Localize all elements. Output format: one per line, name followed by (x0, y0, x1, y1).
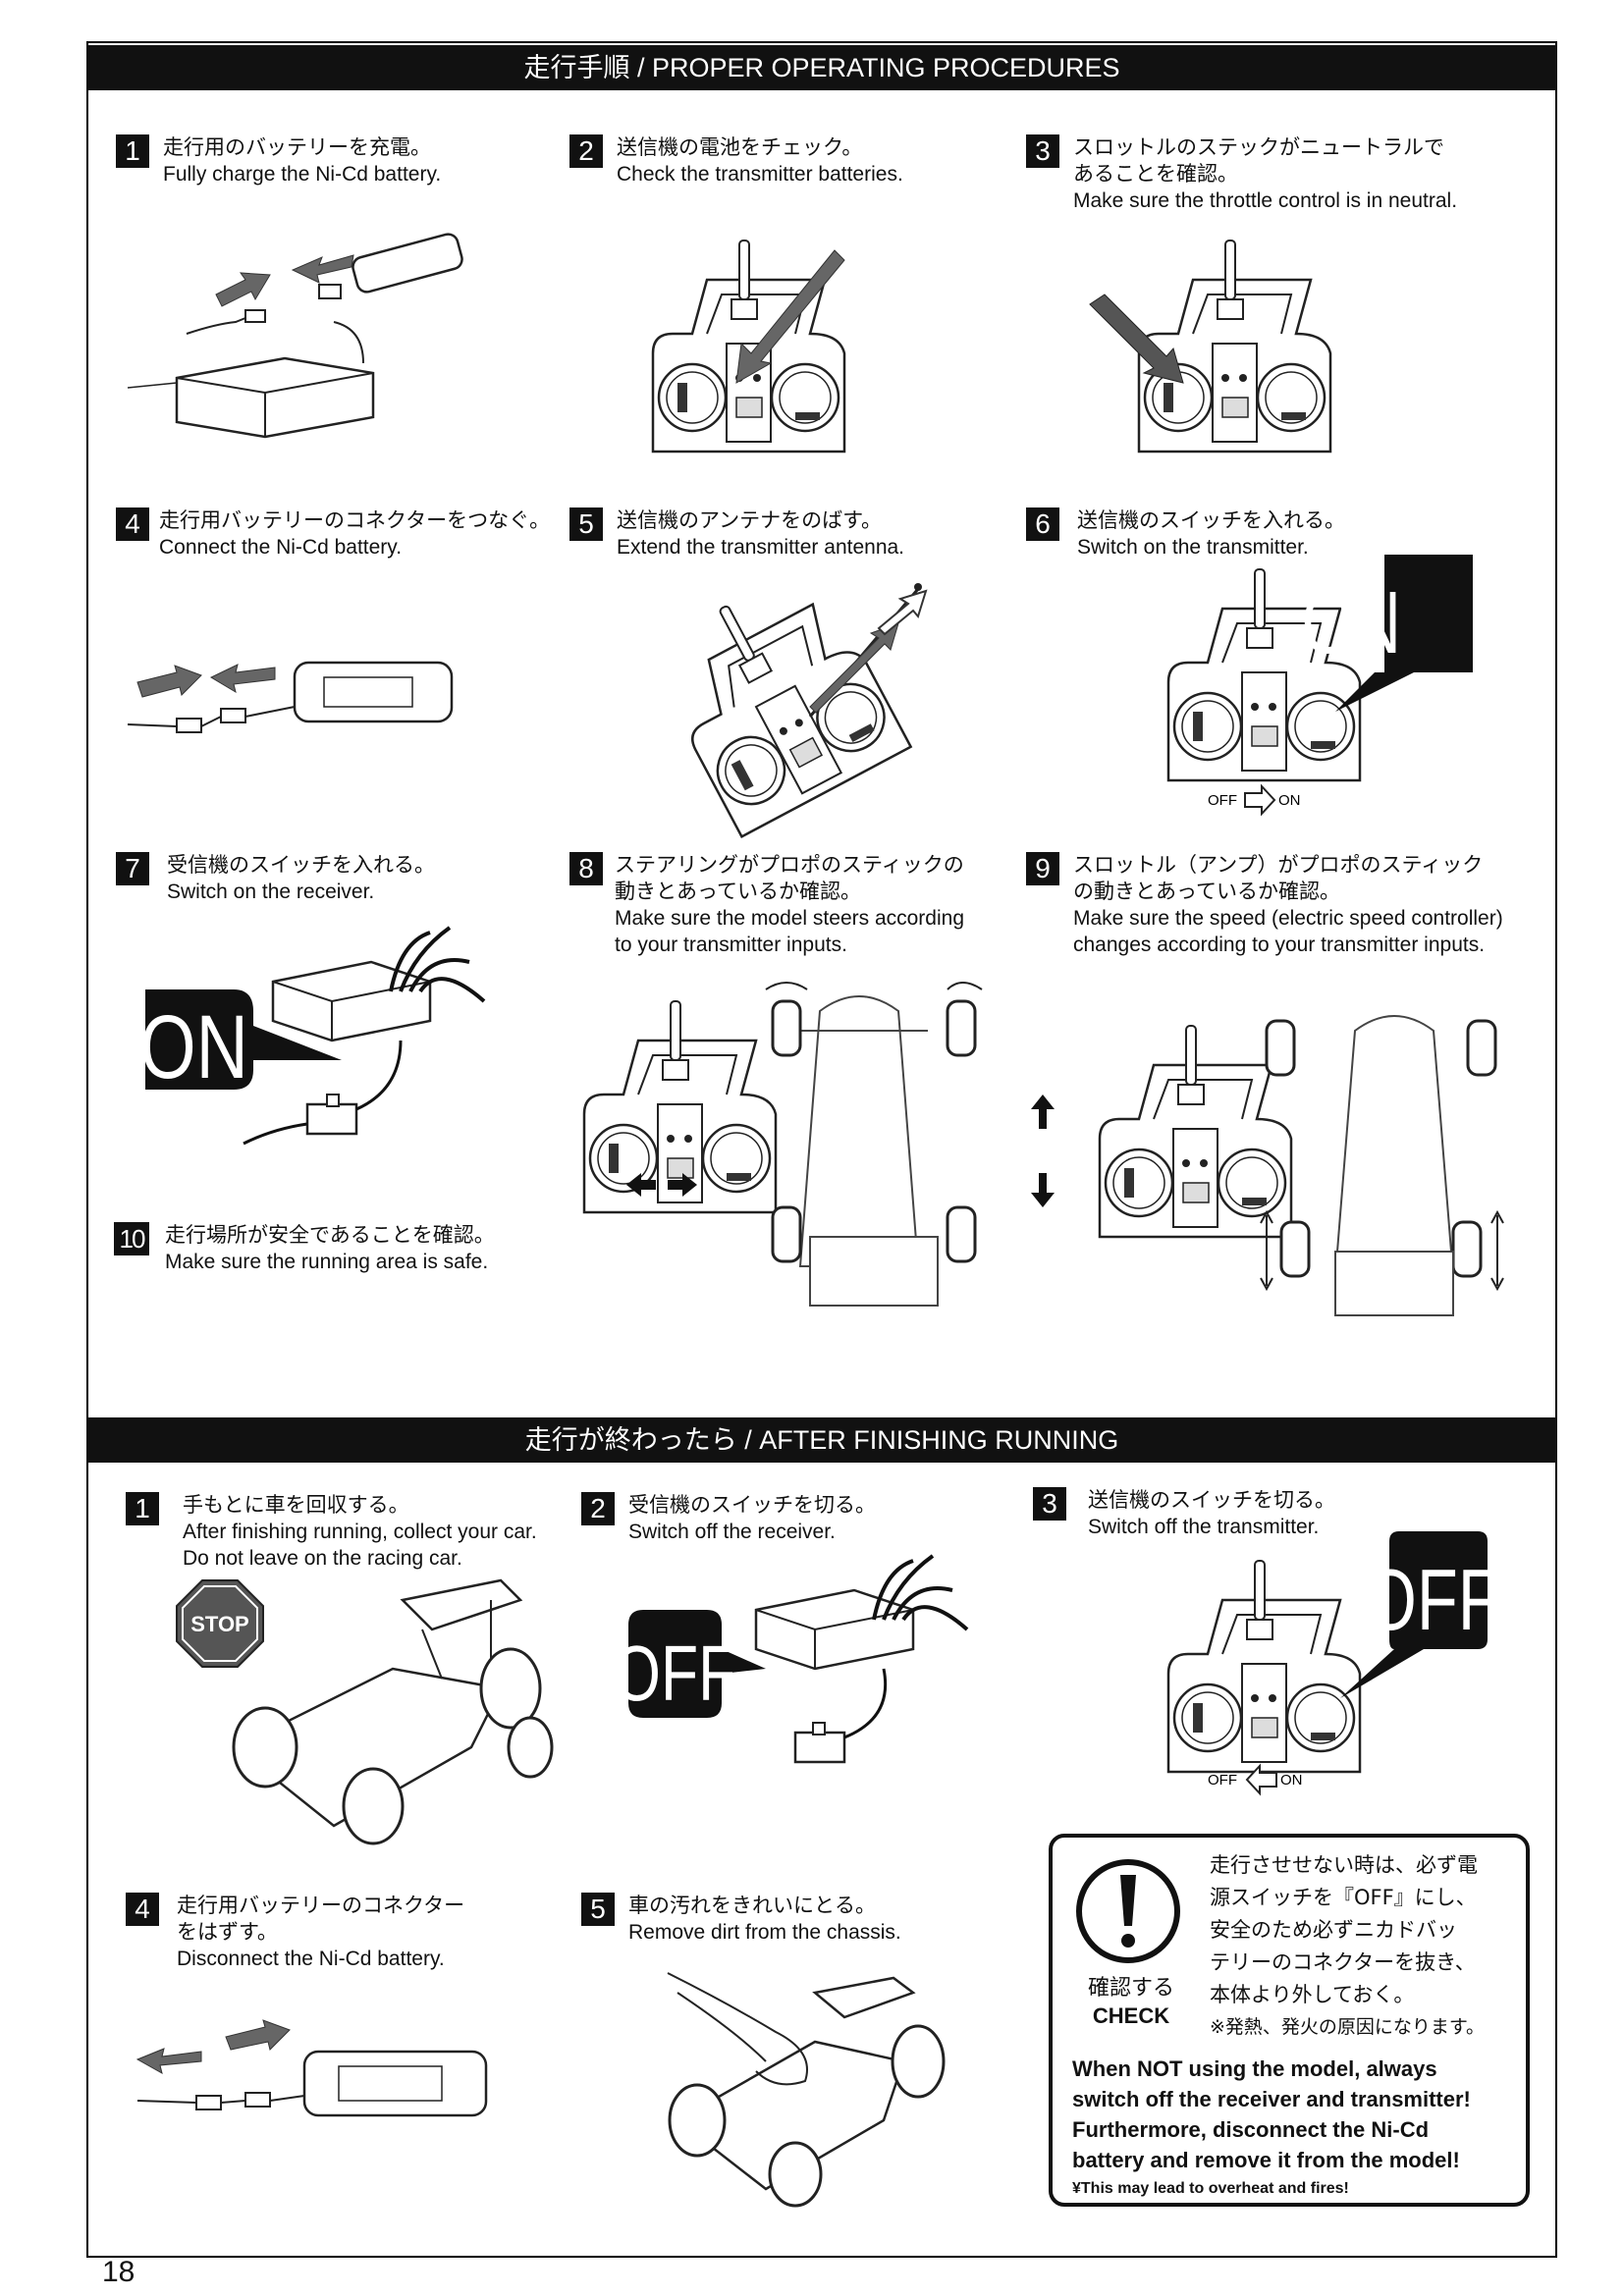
step-number: 3 (1033, 1487, 1066, 1521)
step-text-en: After finishing running, collect your ca… (183, 1521, 537, 1543)
step-number: 4 (126, 1893, 159, 1926)
step-text-jp: 送信機のアンテナをのばす。 (617, 508, 883, 532)
off-switch-label: OFF (1208, 1772, 1237, 1789)
on-label: ON (139, 996, 247, 1097)
step-text-jp: ステアリングがプロポのスティックの (615, 853, 964, 877)
page-number: 18 (102, 2256, 135, 2288)
stop-label: STOP (190, 1612, 249, 1636)
step-text-jp: スロットル（アンプ）がプロポのスティック (1073, 853, 1484, 877)
on-label: ON (1302, 573, 1401, 672)
step-text-en: Remove dirt from the chassis. (628, 1921, 901, 1944)
off-label: OFF (1364, 1552, 1498, 1648)
step-text-en: Switch on the transmitter. (1077, 536, 1309, 559)
off-label: OFF (613, 1630, 735, 1718)
step-number: 7 (116, 852, 149, 885)
step-text-jp: 走行用のバッテリーを充電。 (163, 135, 431, 159)
step-text-en: Switch off the transmitter. (1088, 1516, 1320, 1538)
antenna-extend-illustration (641, 559, 928, 838)
step-text-jp-2: をはずす。 (177, 1920, 278, 1944)
step-text-en: Switch on the receiver. (167, 881, 375, 903)
step-text-jp: 車の汚れをきれいにとる。 (628, 1894, 876, 1917)
throttle-check-illustration (1031, 1015, 1504, 1316)
transmitter-switch-off-illustration: OFF OFF ON (1166, 1531, 1499, 1796)
step-number: 6 (1026, 507, 1059, 541)
step-text-en: Make sure the throttle control is in neu… (1073, 189, 1458, 212)
step-text-en: Connect the Ni-Cd battery. (159, 536, 403, 559)
step-number: 3 (1026, 134, 1059, 168)
step-text-en: Switch off the receiver. (628, 1521, 836, 1543)
step-text-en-2: changes according to your transmitter in… (1073, 934, 1486, 956)
step-number: 10 (114, 1222, 149, 1255)
receiver-switch-on-illustration: ON (139, 926, 486, 1146)
step-text-jp: 受信機のスイッチを入れる。 (167, 853, 435, 877)
step-text-jp: 送信機のスイッチを切る。 (1088, 1488, 1335, 1512)
step-text-en: Fully charge the Ni-Cd battery. (163, 163, 442, 186)
step-text-jp: 走行用バッテリーのコネクターをつなぐ。 (159, 508, 551, 532)
off-label: OFF (1208, 792, 1237, 809)
page-frame (86, 41, 1557, 2258)
check-text-en: When NOT using the model, always switch … (1072, 2056, 1471, 2197)
check-text-jp: 走行させせない時は、必ず電 源スイッチを『OFF』にし、 安全のため必ずニカドバ… (1210, 1853, 1486, 2038)
step-text-jp: 走行用バッテリーのコネクター (177, 1894, 465, 1917)
transmitter-battery-check-illustration (651, 239, 846, 454)
section-header-after-running: 走行が終わったら / AFTER FINISHING RUNNING (86, 1417, 1557, 1463)
step-text-en: Make sure the running area is safe. (165, 1251, 489, 1273)
step-text-jp-2: の動きとあっているか確認。 (1073, 880, 1340, 903)
section-header-proper-operating: 走行手順 / PROPER OPERATING PROCEDURES (86, 45, 1557, 90)
step-text-en: Check the transmitter batteries. (617, 163, 903, 186)
step-text-en: Make sure the speed (electric speed cont… (1073, 907, 1503, 930)
step-text-jp: 受信機のスイッチを切る。 (628, 1493, 876, 1517)
car-stop-illustration: STOP (176, 1578, 554, 1845)
step-text-en-2: Do not leave on the racing car. (183, 1547, 462, 1570)
step-number: 1 (126, 1492, 159, 1525)
check-label-jp: 確認する (1087, 1976, 1174, 2001)
step-number: 5 (569, 507, 603, 541)
step-text-jp-2: 動きとあっているか確認。 (615, 880, 861, 903)
step-number: 1 (116, 134, 149, 168)
receiver-switch-off-illustration: OFF (613, 1554, 969, 1764)
step-text-en: Disconnect the Ni-Cd battery. (177, 1948, 445, 1970)
step-text-jp-2: あることを確認。 (1073, 162, 1238, 186)
exclamation-icon (1076, 1859, 1180, 1963)
step-text-en-2: to your transmitter inputs. (615, 934, 847, 956)
step-text-en: Make sure the model steers according (615, 907, 965, 930)
safety-check-box: 確認する CHECK 走行させせない時は、必ず電 源スイッチを『OFF』にし、 … (1049, 1834, 1530, 2207)
stop-sign-icon (176, 1579, 264, 1668)
steering-check-illustration (582, 982, 983, 1307)
step-text-en: Extend the transmitter antenna. (617, 536, 905, 559)
step-number: 8 (569, 852, 603, 885)
step-text-jp: 手もとに車を回収する。 (183, 1493, 409, 1517)
on-switch-label: ON (1280, 1772, 1303, 1789)
step-number: 2 (581, 1492, 615, 1525)
step-text-jp: 送信機の電池をチェック。 (617, 135, 863, 159)
charger-battery-illustration (127, 233, 463, 439)
step-number: 9 (1026, 852, 1059, 885)
transmitter-switch-on-illustration: ON OFF ON (1166, 555, 1473, 817)
step-number: 5 (581, 1893, 615, 1926)
battery-disconnect-illustration (135, 2019, 488, 2117)
battery-connect-illustration (127, 661, 454, 733)
check-label-en: CHECK (1092, 2003, 1170, 2028)
step-number: 4 (116, 507, 149, 541)
step-text-jp: スロットルのステックがニュートラルで (1073, 135, 1444, 159)
step-text-jp: 走行場所が安全であることを確認。 (165, 1223, 495, 1247)
on-switch-label: ON (1278, 792, 1301, 809)
throttle-neutral-illustration (1089, 239, 1332, 454)
step-text-jp: 送信機のスイッチを入れる。 (1077, 508, 1345, 532)
step-number: 2 (569, 134, 603, 168)
clean-chassis-illustration (667, 1972, 946, 2208)
